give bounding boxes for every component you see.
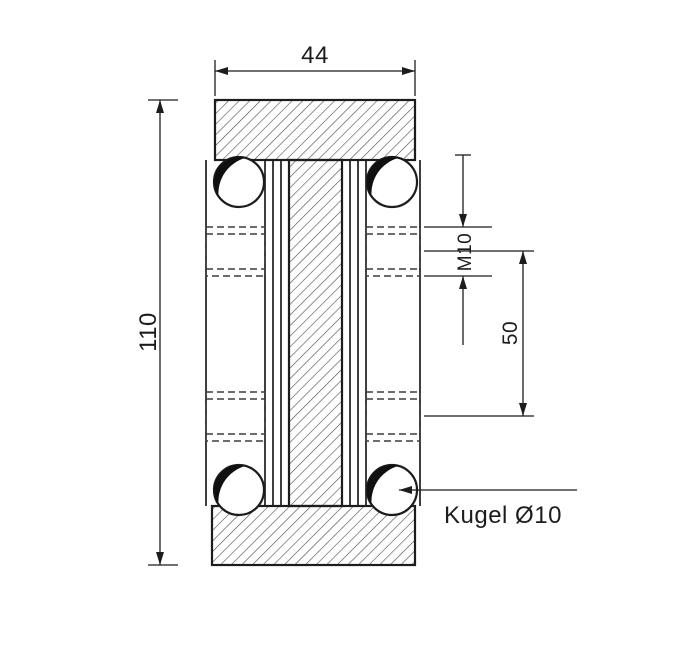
- ball-crescent: [367, 157, 399, 197]
- arrowhead-up: [156, 100, 164, 113]
- center-web: [287, 158, 344, 508]
- ball-crescent: [214, 157, 246, 197]
- body: [205, 98, 421, 567]
- ball-callout-label: Kugel Ø10: [444, 502, 562, 529]
- side-plates: [205, 160, 421, 506]
- thread-hole-lower-right: [365, 391, 421, 442]
- thread-hole-upper-left: [205, 226, 266, 277]
- top-flange: [213, 98, 417, 162]
- arrowhead-right: [402, 67, 415, 75]
- dimensions: 44 110 M10 50 Kugel Ø10: [135, 42, 577, 566]
- width-dimension-label: 44: [301, 42, 329, 69]
- dimension-labels: 44 110 M10 50 Kugel Ø10: [135, 42, 562, 529]
- arrowhead-left: [399, 486, 412, 494]
- ball-crescent: [214, 465, 246, 505]
- thread-dimension-label: M10: [455, 233, 476, 271]
- thread-hole-upper-right: [365, 226, 421, 277]
- ball-crescent: [367, 465, 399, 505]
- thread-hole-lower-left: [205, 391, 266, 442]
- arrowhead-down: [156, 552, 164, 565]
- arrowheads: [156, 67, 527, 565]
- arrowhead-up: [459, 276, 467, 289]
- arrowhead-up: [519, 251, 527, 264]
- hole-spacing-dimension-label: 50: [499, 321, 522, 345]
- arrowhead-down: [519, 403, 527, 416]
- height-dimension-label: 110: [135, 312, 162, 352]
- arrowhead-down: [459, 214, 467, 227]
- arrowhead-left: [215, 67, 228, 75]
- ball-crescents: [214, 157, 399, 505]
- hidden-thread-holes: [205, 226, 421, 442]
